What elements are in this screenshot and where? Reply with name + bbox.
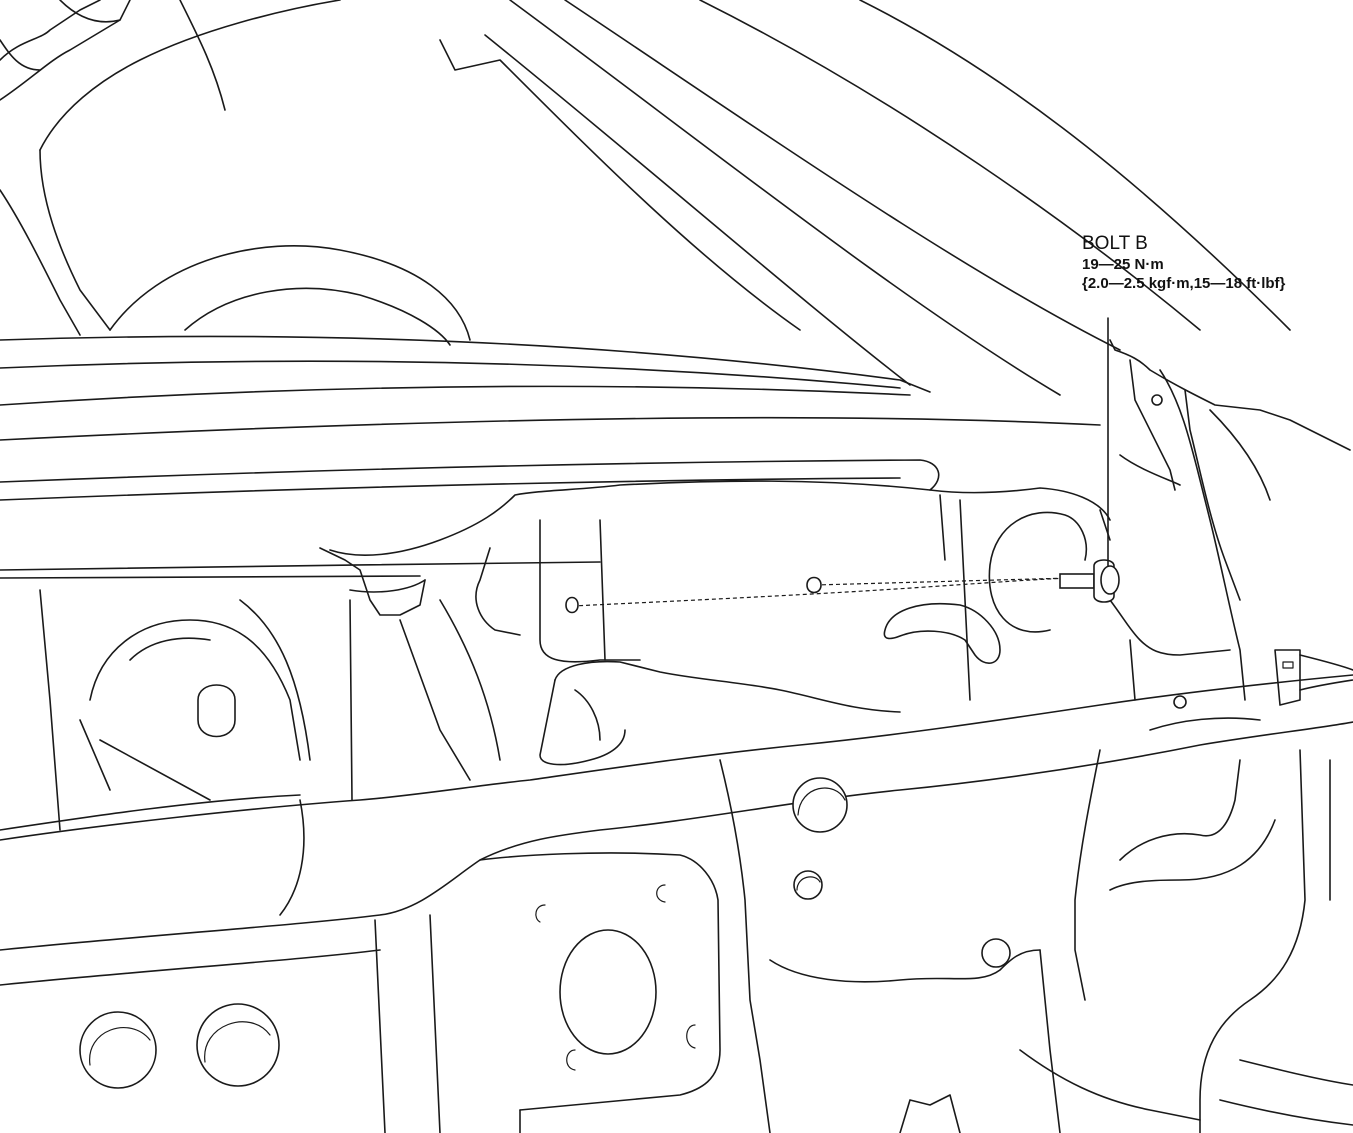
bolt-callout-label: BOLT B 19—25 N·m {2.0—2.5 kgf·m,15—18 ft…: [1082, 232, 1285, 293]
lower-cross-member: [0, 674, 1353, 986]
bolt-b-assembly: [565, 317, 1120, 614]
firewall-panel: [329, 480, 1111, 701]
cowl-panel-lines: [0, 335, 1101, 579]
service-opening: [988, 511, 1087, 633]
lower-right-structure: [769, 749, 1353, 1133]
installation-path-line: [571, 577, 1071, 607]
left-wheel-well: [39, 589, 501, 916]
upper-left-panel: [0, 0, 341, 336]
right-pillar-structure: [1109, 339, 1353, 706]
a-pillar-lines: [439, 0, 1291, 396]
mounting-bracket: [883, 602, 1001, 664]
bolt-shank: [1059, 573, 1095, 589]
air-duct: [319, 547, 901, 766]
part-name: BOLT B: [1082, 233, 1148, 254]
bolt-hole-rear: [806, 576, 822, 594]
torque-spec-alt: {2.0—2.5 kgf·m,15—18 ft·lbf}: [1082, 274, 1286, 292]
steering-wheel: [109, 245, 471, 346]
lower-center-panel: [374, 759, 771, 1133]
grommets: [79, 777, 1011, 1089]
torque-spec-nm: 19—25 N·m: [1082, 255, 1164, 273]
bolt-hole-front: [565, 596, 579, 614]
